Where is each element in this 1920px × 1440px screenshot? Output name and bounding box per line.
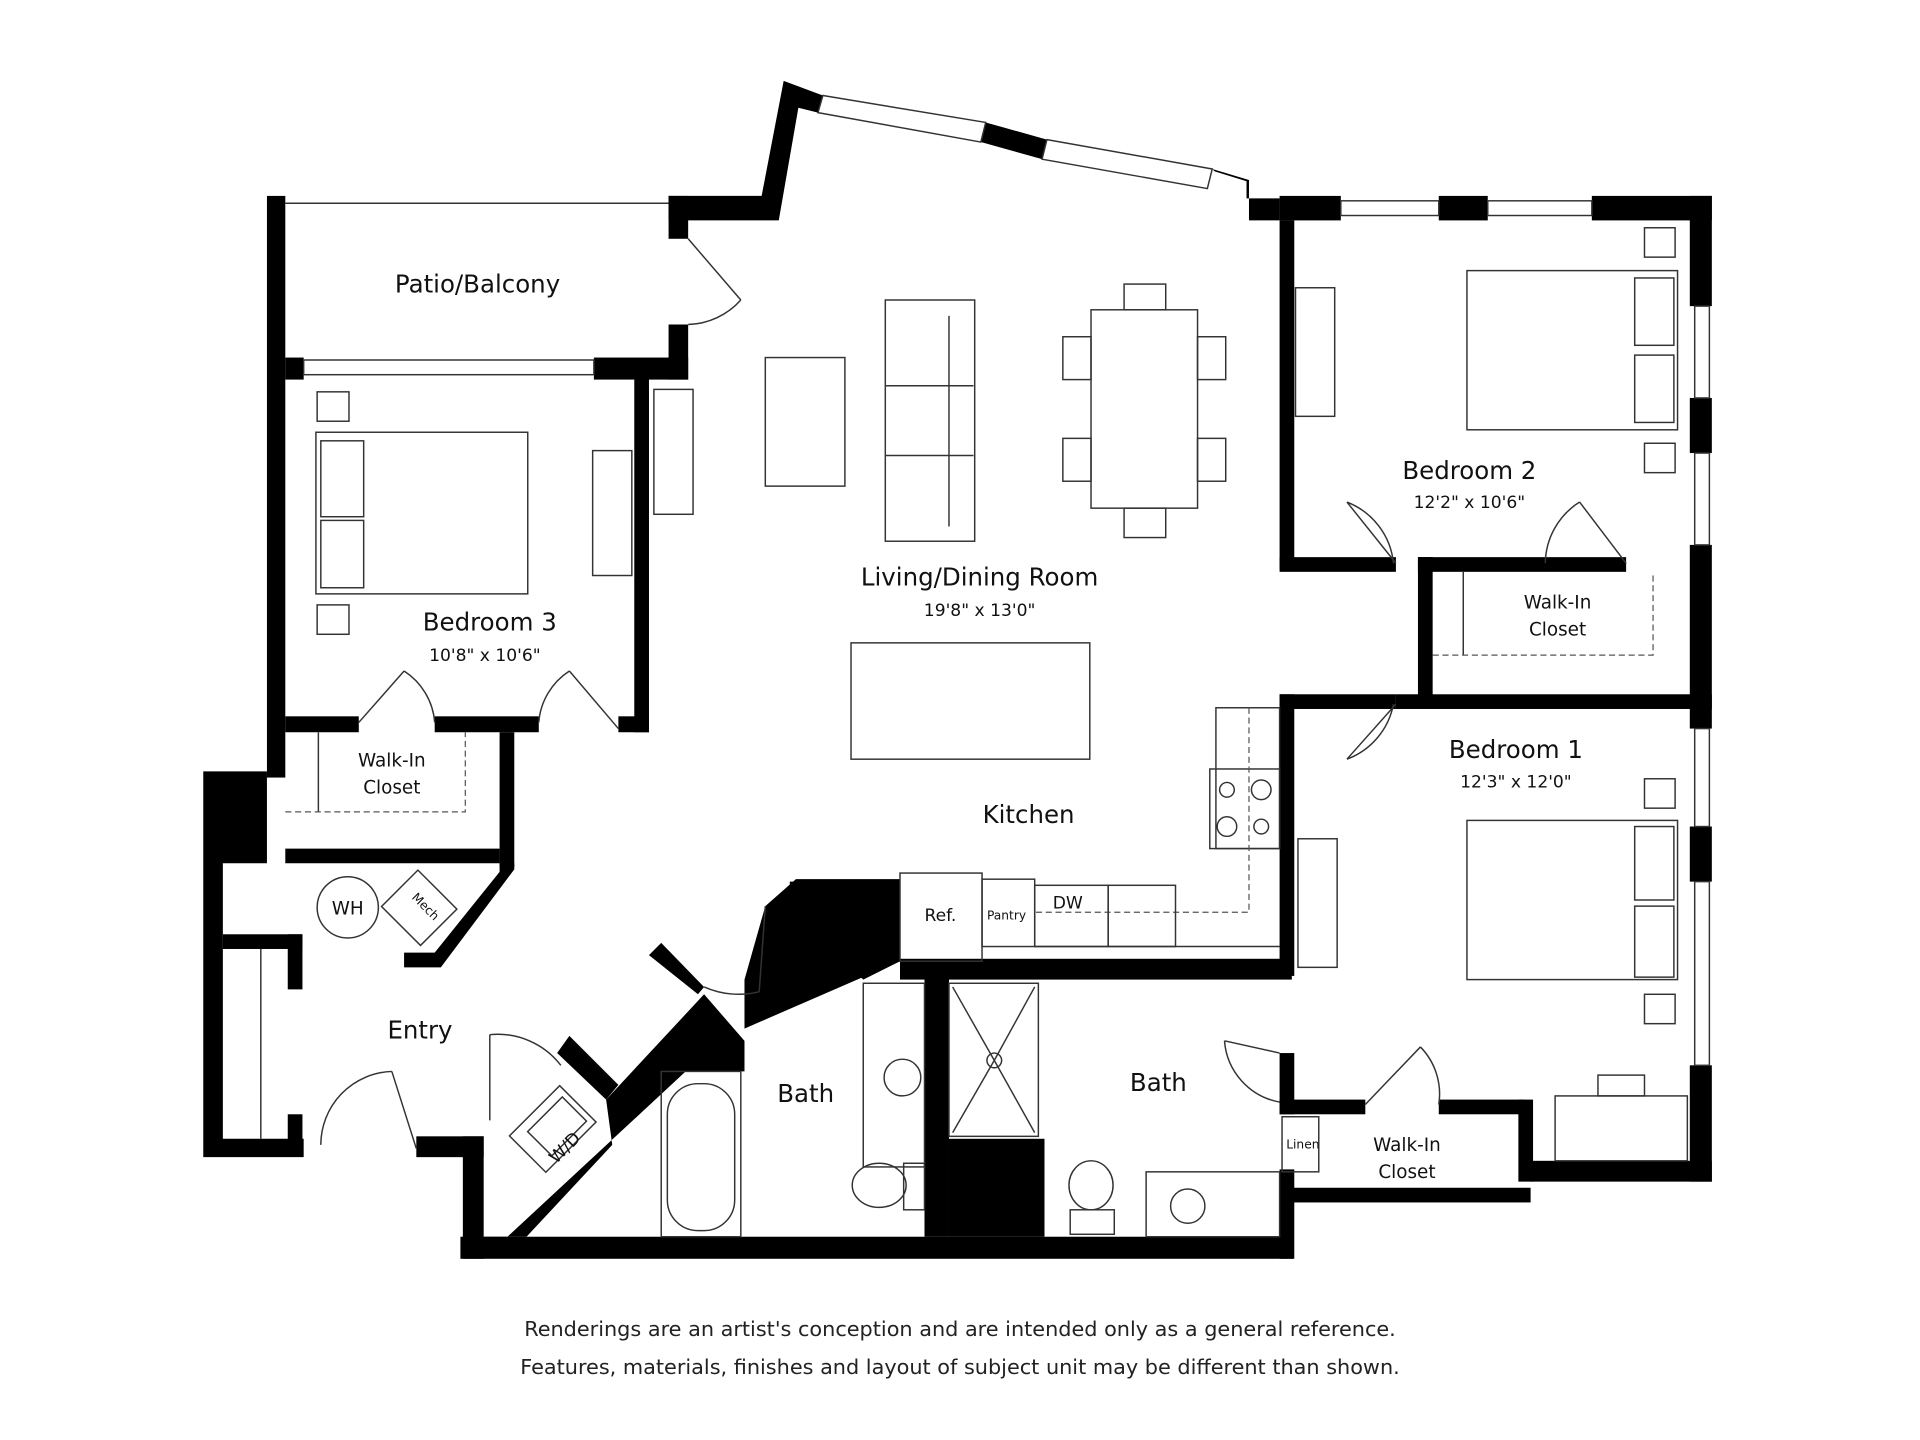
disclaimer-line-1: Renderings are an artist's conception an… xyxy=(524,1317,1396,1341)
closet-label-bedroom1: Walk-In xyxy=(1373,1135,1441,1156)
room-label-living: Living/Dining Room xyxy=(861,562,1098,591)
room-size-bedroom2: 12'2" x 10'6" xyxy=(1414,493,1526,513)
walls xyxy=(203,80,1712,1259)
mech-label: Mech xyxy=(409,890,442,923)
closet-label-bedroom1-line2: Closet xyxy=(1378,1162,1435,1183)
room-label-bedroom2: Bedroom 2 xyxy=(1402,456,1536,485)
room-label-bath2: Bath xyxy=(1130,1068,1187,1097)
room-labels: Patio/Balcony Living/Dining Room 19'8" x… xyxy=(358,270,1591,1183)
closet-label-bedroom3: Walk-In xyxy=(358,751,426,772)
disclaimer-line-2: Features, materials, finishes and layout… xyxy=(520,1355,1399,1379)
doors xyxy=(320,238,1627,1149)
furniture xyxy=(260,227,1689,1238)
room-label-bath1: Bath xyxy=(777,1079,834,1108)
room-size-living: 19'8" x 13'0" xyxy=(924,601,1036,621)
room-label-entry: Entry xyxy=(387,1015,452,1044)
washer-dryer-label: W/D xyxy=(546,1128,586,1168)
closet-label-bedroom2-line2: Closet xyxy=(1529,620,1586,641)
room-label-kitchen: Kitchen xyxy=(983,800,1075,829)
refrigerator-label: Ref. xyxy=(924,906,956,926)
linen-label: Linen xyxy=(1286,1138,1319,1152)
room-label-patio: Patio/Balcony xyxy=(395,270,560,299)
disclaimer: Renderings are an artist's conception an… xyxy=(520,1317,1399,1379)
room-size-bedroom1: 12'3" x 12'0" xyxy=(1460,772,1572,792)
closet-label-bedroom2: Walk-In xyxy=(1524,593,1592,614)
closet-label-bedroom3-line2: Closet xyxy=(363,777,420,798)
room-label-bedroom3: Bedroom 3 xyxy=(423,608,557,637)
pantry-label: Pantry xyxy=(987,909,1026,923)
dishwasher-label: DW xyxy=(1053,894,1083,914)
room-label-bedroom1: Bedroom 1 xyxy=(1449,735,1583,764)
water-heater-label: WH xyxy=(332,899,364,920)
room-size-bedroom3: 10'8" x 10'6" xyxy=(429,646,541,666)
